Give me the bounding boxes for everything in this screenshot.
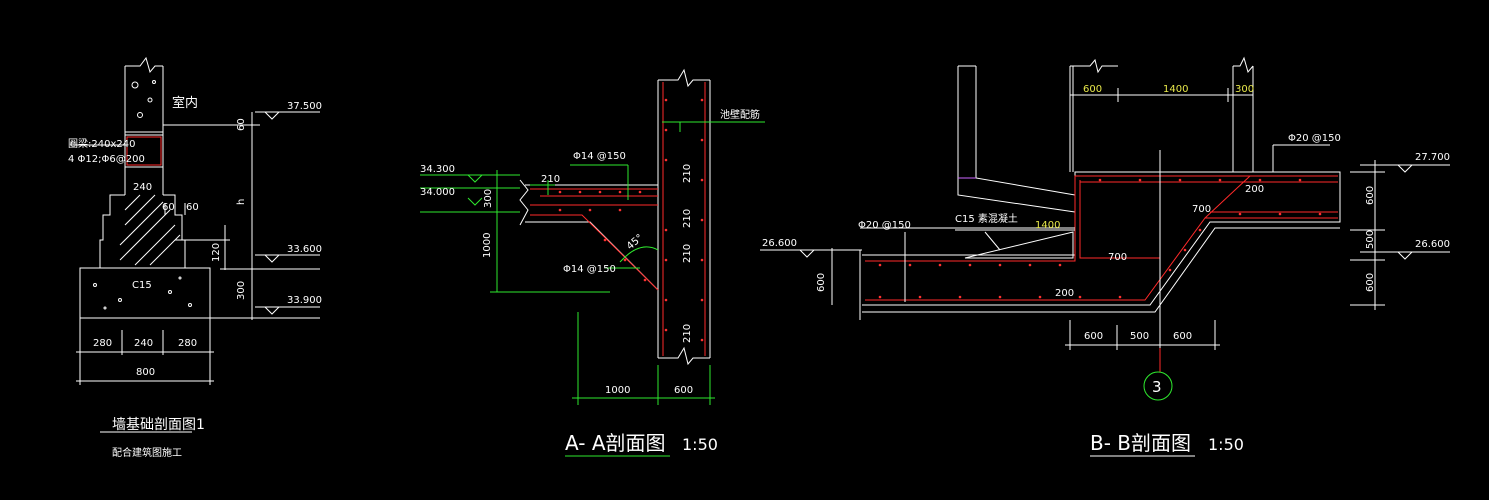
concrete-label: C15 [132,280,152,291]
sectionA-wall-dim-4: 210 [682,324,693,343]
ring-beam-rebar-label: 4 Φ12;Φ6@200 [68,154,145,165]
dim-bottom-3: 280 [178,338,197,349]
sectionB-dim-700a: 700 [1192,204,1211,215]
sectionB-rebar-right: Φ20 @150 [1288,133,1341,144]
sectionA-dim-1000v: 1000 [482,233,493,258]
sectionB-dim-600-left: 600 [816,273,827,292]
sectionB-dim-200a: 200 [1245,184,1264,195]
sectionB-dim-700b: 700 [1108,252,1127,263]
sectionA-elevation-1: 34.300 [420,164,455,175]
sectionB-dim-top-3: 300 [1235,84,1254,95]
sectionB-dim-1400: 1400 [1035,220,1060,231]
sectionB-elevation-left: 26.600 [762,238,797,249]
room-label: 室内 [172,95,198,111]
section-a-drawing [420,68,765,457]
axis-bubble-label: 3 [1152,378,1162,396]
sectionA-dim-bottom-2: 600 [674,385,693,396]
dim-300: 300 [236,281,247,300]
sectionB-title: B- B剖面图 [1090,431,1191,455]
sectionA-elevation-2: 34.000 [420,187,455,198]
sectionB-right-dim-2: 500 [1365,230,1376,249]
sectionA-rebar-top: Φ14 @150 [573,151,626,162]
sectionB-right-dim-1: 600 [1365,186,1376,205]
sectionB-elevation-right-bottom: 26.600 [1415,239,1450,250]
sectionB-scale: 1:50 [1208,435,1244,454]
wall-foundation-detail [70,56,320,433]
elevation-bottom: 33.900 [287,295,322,306]
dim-bottom-2: 240 [134,338,153,349]
sectionA-wall-label: 池壁配筋 [720,108,760,121]
dim-60-floor: 60 [236,118,247,131]
sectionA-dim-bottom-1: 1000 [605,385,630,396]
sectionA-wall-dim-1: 210 [682,164,693,183]
elevation-mid: 33.600 [287,244,322,255]
sectionB-dim-bottom-1: 600 [1084,331,1103,342]
ring-beam-label: 圈梁:240x240 [68,137,135,150]
section-b-drawing [760,56,1450,457]
sectionA-angle: 45° [625,232,646,252]
sectionB-dim-bottom-2: 500 [1130,331,1149,342]
sectionB-right-dim-3: 600 [1365,273,1376,292]
sectionA-dim-210: 210 [541,174,560,185]
dim-total: 800 [136,367,155,378]
sectionA-dim-300: 300 [483,189,494,208]
wall-width-dim: 240 [133,182,152,193]
sectionB-dim-bottom-3: 600 [1173,331,1192,342]
sectionA-rebar-bottom: Φ14 @150 [563,264,616,275]
sectionA-wall-dim-3: 210 [682,244,693,263]
sectionB-dim-200b: 200 [1055,288,1074,299]
dim-60-left: 60 [162,202,175,213]
sectionB-dim-top-1: 600 [1083,84,1102,95]
detail1-subtitle: 配合建筑图施工 [112,446,182,459]
sectionB-elevation-right-top: 27.700 [1415,152,1450,163]
dim-60-right: 60 [186,202,199,213]
sectionB-rebar-left: Φ20 @150 [858,220,911,231]
detail1-title: 墙基础剖面图1 [112,416,205,433]
sectionA-scale: 1:50 [682,435,718,454]
dim-120: 120 [211,243,222,262]
elevation-top: 37.500 [287,101,322,112]
sectionA-title: A- A剖面图 [565,431,666,455]
sectionB-concrete-label: C15 素混凝土 [955,212,1018,225]
sectionB-dim-top-2: 1400 [1163,84,1188,95]
dim-h: h [236,199,247,205]
sectionA-wall-dim-2: 210 [682,209,693,228]
dim-bottom-1: 280 [93,338,112,349]
